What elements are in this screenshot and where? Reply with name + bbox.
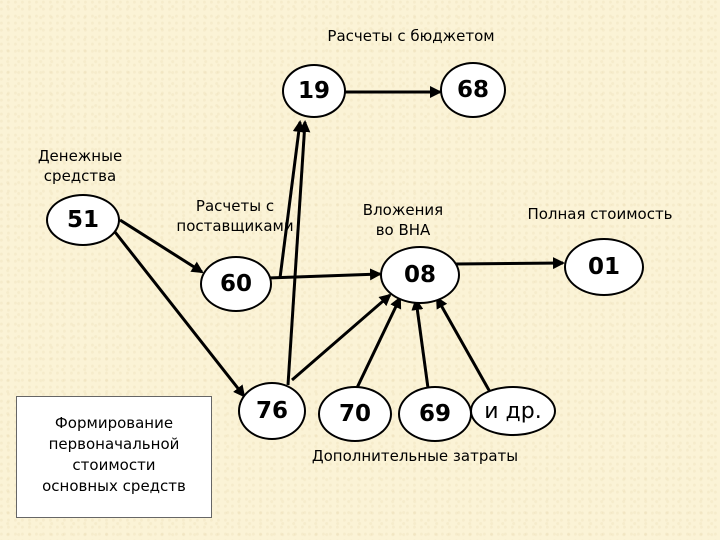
formation-box: Формирование первоначальной стоимости ос… [16, 396, 212, 518]
arrow-51-to-60 [119, 218, 204, 274]
node-60: 60 [200, 256, 272, 312]
suppliers-label: Расчеты с поставщиками [176, 197, 294, 235]
arrow-08-to-01 [454, 257, 565, 270]
arrow-76-to-19 [286, 120, 311, 386]
node-01: 01 [564, 238, 644, 296]
arrow-76-to-08 [291, 293, 392, 382]
cash-label: Денежные средства [37, 147, 123, 185]
node-19: 19 [282, 64, 346, 118]
arrow-etc-to-08 [435, 296, 492, 393]
additional-costs-label: Дополнительные затраты [311, 447, 519, 465]
node-70: 70 [318, 386, 392, 442]
node-51: 51 [46, 194, 120, 246]
node-etc: и др. [470, 386, 556, 436]
budget-label: Расчеты с бюджетом [327, 27, 495, 45]
arrow-69-to-08 [411, 298, 430, 389]
node-08: 08 [380, 246, 460, 304]
node-68: 68 [440, 62, 506, 118]
node-76: 76 [238, 382, 306, 440]
full-cost-label: Полная стоимость [527, 205, 673, 223]
arrow-51-to-76 [113, 231, 246, 398]
formation-label: Формирование первоначальной стоимости ос… [42, 414, 186, 495]
investments-label: Вложения во ВНА [362, 201, 444, 239]
arrow-60-to-08 [267, 268, 382, 281]
arrow-70-to-08 [353, 296, 402, 393]
node-69: 69 [398, 386, 472, 442]
arrow-60-to-19 [278, 120, 305, 279]
